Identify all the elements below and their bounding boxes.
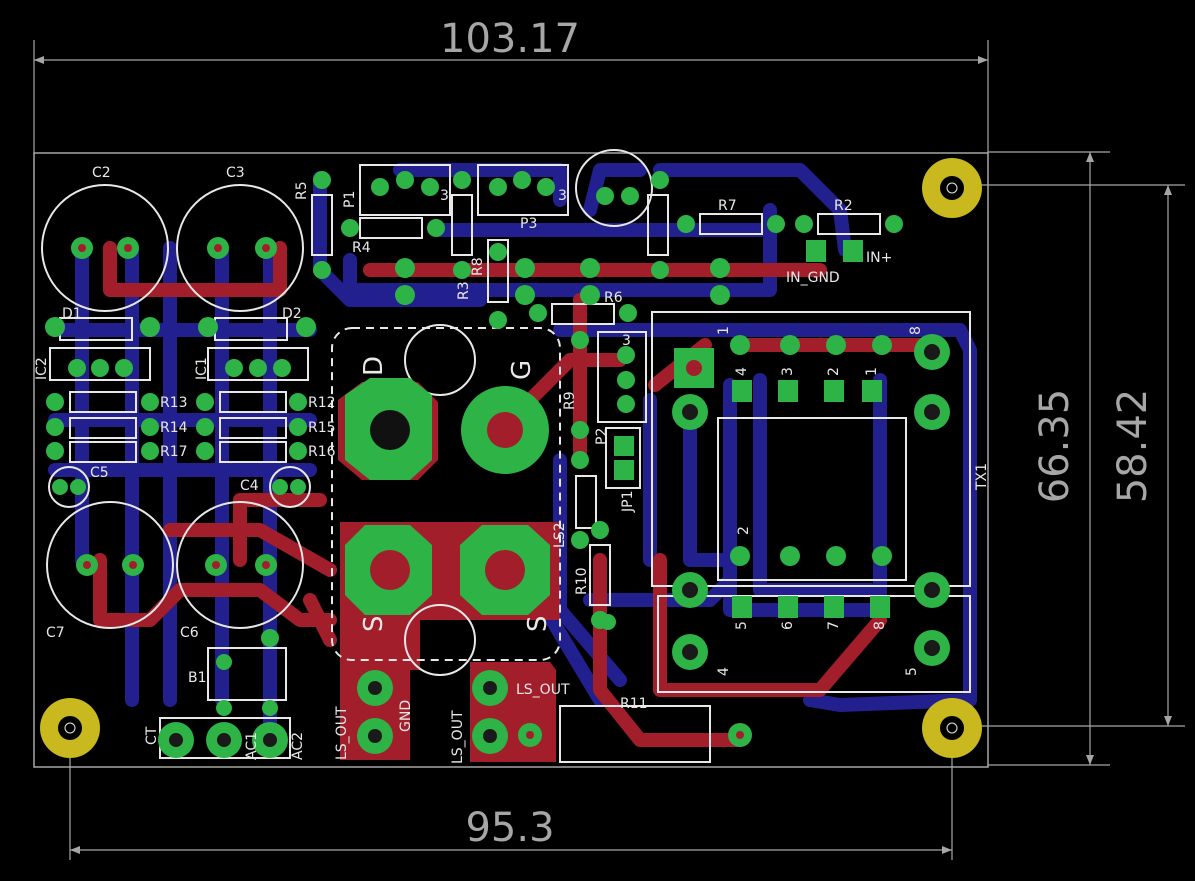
label-ic2: IC2	[34, 357, 50, 380]
label-d2: D2	[282, 306, 302, 322]
label-ls-out-c: LS_OUT	[516, 682, 570, 698]
label-r12: R12	[308, 395, 336, 411]
label-r3: R3	[456, 281, 472, 300]
mosfet-pads	[345, 378, 550, 615]
label-hdr-3: 3	[780, 367, 796, 376]
label-hdr-4: 4	[734, 367, 750, 376]
label-r15: R15	[308, 420, 336, 436]
label-tx-pin5: 5	[904, 667, 920, 676]
label-hdr-6: 6	[780, 621, 796, 630]
label-mosfet-d: D	[359, 356, 389, 376]
label-gnd: GND	[398, 700, 414, 732]
dim-right-height-inner: 58.42	[1110, 389, 1156, 504]
label-r6: R6	[604, 290, 623, 306]
label-r5: R5	[294, 181, 310, 200]
label-p2: P2	[594, 428, 610, 445]
label-mosfet-s-right: S	[523, 615, 553, 632]
dim-right-height-outer: 66.35	[1032, 389, 1078, 504]
label-p1-pin3: 3	[440, 188, 449, 204]
square-pads	[614, 240, 863, 480]
label-ls-out-b: LS_OUT	[450, 710, 466, 764]
label-r17: R17	[160, 444, 188, 460]
label-r2: R2	[834, 198, 853, 214]
dim-top-width: 103.17	[440, 16, 580, 62]
label-hdr-5: 5	[734, 621, 750, 630]
label-r14: R14	[160, 420, 188, 436]
label-c4: C4	[240, 478, 259, 494]
label-r16: R16	[308, 444, 336, 460]
label-ac1: AC1	[244, 732, 260, 760]
label-ac2: AC2	[290, 732, 306, 760]
label-ls-out-a: LS_OUT	[334, 706, 350, 760]
label-tx1: TX1	[974, 463, 990, 491]
mounting-holes	[40, 158, 982, 758]
label-hdr-8: 8	[872, 621, 888, 630]
label-hdr-2: 2	[826, 367, 842, 376]
silkscreen-outlines	[41, 149, 971, 763]
label-b1: B1	[188, 670, 207, 686]
label-r10: R10	[574, 567, 590, 595]
dimension-lines	[33, 40, 1185, 860]
board-outline	[33, 152, 989, 768]
label-tx-pin1: 1	[716, 326, 732, 335]
label-c2: C2	[92, 165, 111, 181]
label-tx-pin4: 4	[716, 667, 732, 676]
label-ct: CT	[144, 726, 160, 745]
label-hdr-7: 7	[826, 621, 842, 630]
label-c3: C3	[226, 165, 245, 181]
label-r9: R9	[562, 391, 578, 410]
label-c5: C5	[90, 465, 109, 481]
label-p1: P1	[342, 191, 358, 208]
dimension-arrows	[34, 56, 1172, 854]
component-labels: C2 C3 C5 C4 C7 C6 D1 D2 IC2 IC1 R13 R14 …	[34, 165, 990, 764]
connector-pads	[158, 670, 508, 758]
label-r11: R11	[620, 696, 648, 712]
label-mosfet-g: G	[507, 360, 537, 380]
label-c7: C7	[46, 625, 65, 641]
label-d1: D1	[62, 306, 82, 322]
bottom-copper-traces	[48, 163, 977, 743]
label-in-gnd: IN_GND	[786, 270, 840, 286]
pad-drills	[78, 244, 744, 739]
label-r13: R13	[160, 395, 188, 411]
label-p3: P3	[520, 216, 537, 232]
small-pads	[45, 171, 903, 747]
label-p3-pin3: 3	[558, 188, 567, 204]
label-ic1: IC1	[194, 357, 210, 380]
label-mosfet-s-left: S	[359, 615, 389, 632]
label-r8: R8	[470, 257, 486, 276]
dim-bottom-width: 95.3	[465, 805, 554, 851]
label-c6: C6	[180, 625, 199, 641]
label-tx-pin2: 2	[736, 526, 752, 535]
label-in-plus: IN+	[866, 250, 892, 266]
label-p2-pin3: 3	[622, 333, 631, 349]
label-r4: R4	[352, 240, 371, 256]
label-tx-pin8: 8	[908, 326, 924, 335]
transformer-pads	[672, 334, 950, 670]
label-r7: R7	[718, 198, 737, 214]
label-ls2: LS2	[552, 522, 568, 548]
label-jp1: JP1	[620, 491, 636, 513]
label-hdr-1: 1	[864, 367, 880, 376]
